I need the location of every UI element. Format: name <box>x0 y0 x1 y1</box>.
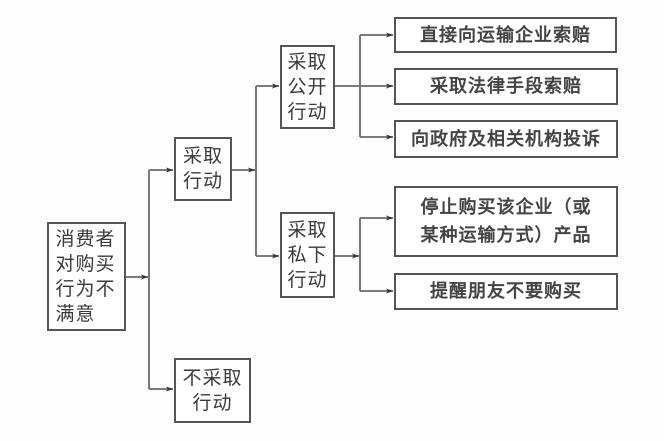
node-text-line: 私下 <box>287 243 328 266</box>
node-text-line: 停止购买该企业（或 <box>420 196 592 218</box>
node-private-action: 采取 私下 行动 <box>280 212 335 298</box>
node-no-action: 不采取 行动 <box>174 358 251 423</box>
node-text-line: 行动 <box>192 391 233 414</box>
node-legal-claim: 采取法律手段索赔 <box>394 68 618 105</box>
node-text-line: 采取 <box>182 145 223 167</box>
node-text-line: 消费者 <box>55 227 116 250</box>
node-text-line: 行动 <box>182 170 223 192</box>
node-text-line: 满意 <box>55 302 96 325</box>
node-stop-buying: 停止购买该企业（或 某种运输方式）产品 <box>394 186 618 257</box>
node-text-line: 采取 <box>287 218 328 241</box>
node-text-line: 某种运输方式）产品 <box>420 224 592 246</box>
node-text-line: 行动 <box>287 268 328 291</box>
node-text-line: 公开 <box>287 75 328 98</box>
node-text-line: 不采取 <box>182 366 243 389</box>
node-text-line: 提醒朋友不要购买 <box>430 281 582 302</box>
node-claim-from-carrier: 直接向运输企业索赔 <box>394 17 617 53</box>
node-text-line: 对购买 <box>55 252 116 275</box>
node-text-line: 行动 <box>287 100 328 123</box>
node-text-line: 采取法律手段索赔 <box>430 76 582 97</box>
node-text-line: 直接向运输企业索赔 <box>420 24 591 46</box>
node-text-line: 行为不 <box>55 277 116 300</box>
node-complain-government: 向政府及相关机构投诉 <box>394 120 618 158</box>
node-root-dissatisfied: 消费者 对购买 行为不 满意 <box>47 222 126 331</box>
node-warn-friends: 提醒朋友不要购买 <box>394 273 618 310</box>
node-public-action: 采取 公开 行动 <box>280 45 335 129</box>
node-text-line: 采取 <box>287 50 328 73</box>
node-take-action: 采取 行动 <box>174 137 232 201</box>
node-text-line: 向政府及相关机构投诉 <box>411 128 601 150</box>
